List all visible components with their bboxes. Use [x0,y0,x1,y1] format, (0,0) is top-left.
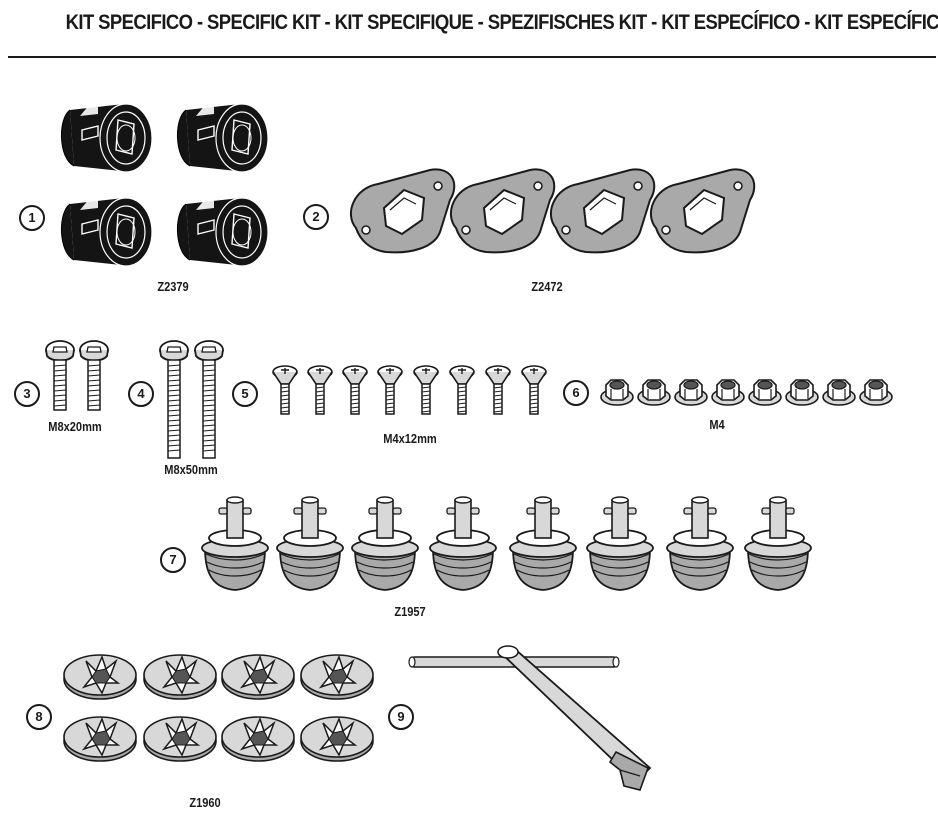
item-number-5: 5 [232,381,258,407]
t-handle-key-icon [408,645,652,791]
item-number-2: 2 [303,204,329,230]
mounting-plate-icon [349,168,756,254]
lock-barrel-icon [60,103,269,267]
spring-clip-washer-icon [63,654,374,762]
part-code-label: M8x20mm [48,419,102,434]
item-number-4: 4 [128,381,154,407]
part-code-label: Z2379 [157,279,189,294]
long-bolt-icon [159,340,224,459]
item-number-8: 8 [26,704,52,730]
rubber-grommet-pin-icon [201,496,812,591]
item-number-6: 6 [563,380,589,406]
part-code-label: Z1957 [394,604,426,619]
title-divider [8,56,936,58]
part-code-label: Z2472 [531,279,563,294]
flange-nut-icon [600,379,893,406]
short-bolt-icon [45,340,109,411]
item-number-7: 7 [160,547,186,573]
part-code-label: M4x12mm [383,431,437,446]
part-code-label: M8x50mm [164,462,218,477]
page-title: KIT SPECIFICO - SPECIFIC KIT - KIT SPECI… [65,10,938,34]
part-code-label: Z1960 [189,795,221,810]
part-code-label: M4 [709,417,725,432]
countersunk-screw-icon [272,365,547,415]
item-number-9: 9 [388,704,414,730]
item-number-1: 1 [19,205,45,231]
item-number-3: 3 [14,381,40,407]
